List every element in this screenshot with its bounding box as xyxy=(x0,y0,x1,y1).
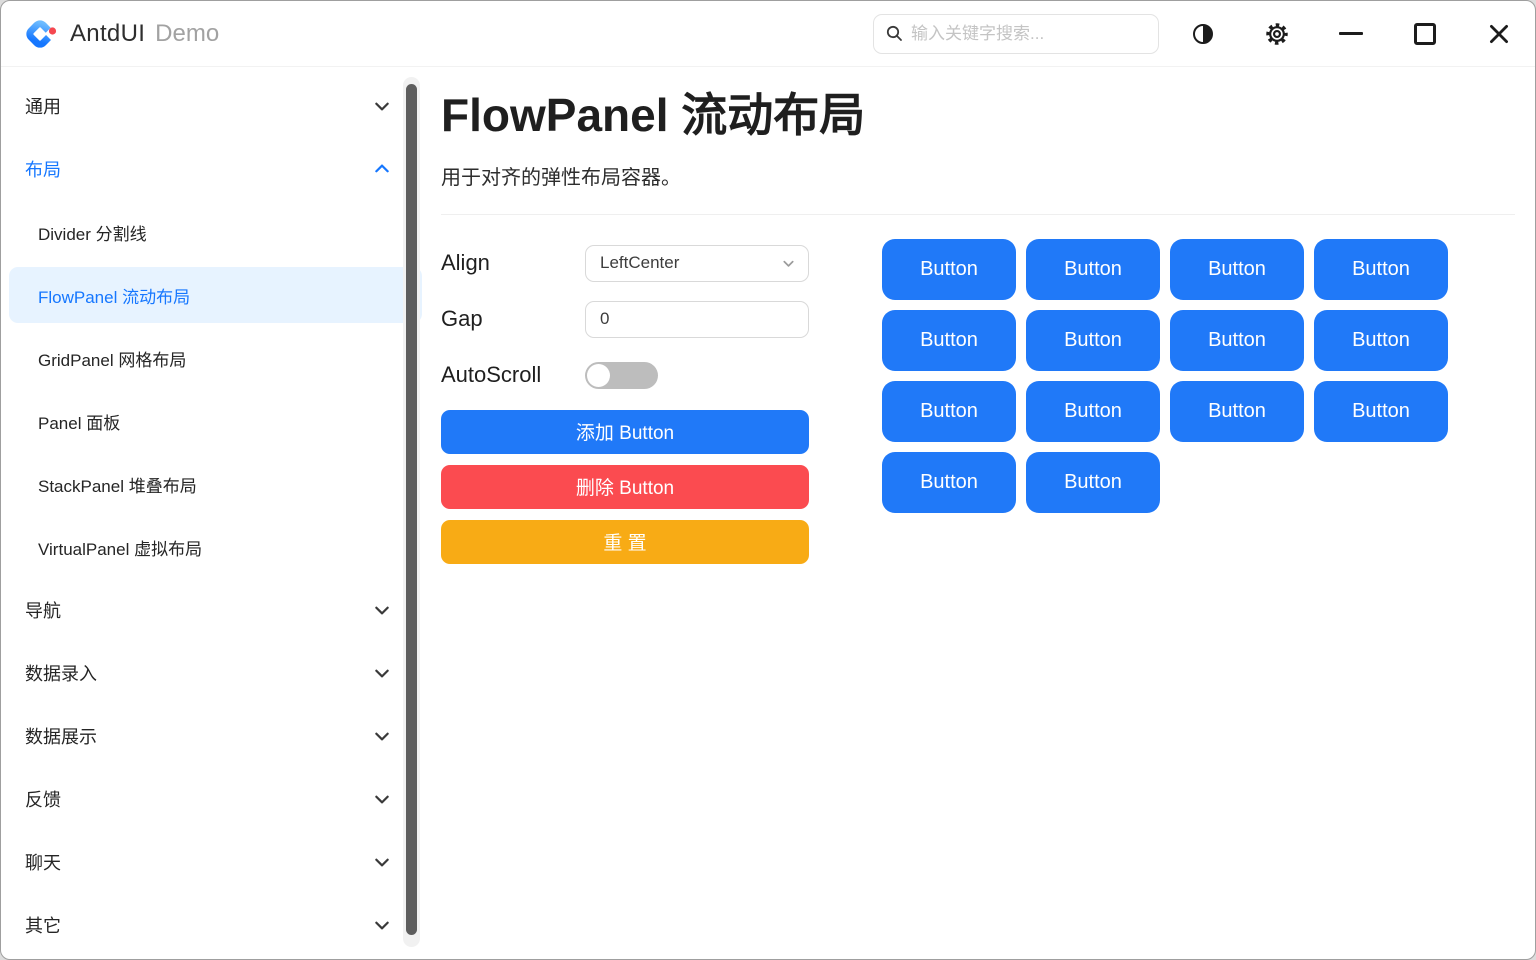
sidebar: 通用 布局 Divider 分割线 FlowPanel 流动布局 GridPan… xyxy=(1,67,431,959)
chevron-down-icon xyxy=(373,664,391,682)
theme-toggle-button[interactable] xyxy=(1188,19,1218,49)
flow-demo-button[interactable]: Button xyxy=(1170,238,1304,300)
demo-section: Align LeftCenter Gap xyxy=(441,238,1515,564)
align-row: Align LeftCenter xyxy=(441,244,809,282)
sidebar-item-label: 其它 xyxy=(25,916,61,936)
flow-demo-button[interactable]: Button xyxy=(1170,309,1304,371)
align-select[interactable]: LeftCenter xyxy=(585,244,809,282)
brand: AntdUI Demo xyxy=(23,17,219,51)
flow-demo-button[interactable]: Button xyxy=(882,380,1016,442)
flow-demo-button[interactable]: Button xyxy=(1026,238,1160,300)
chevron-down-icon xyxy=(373,97,391,115)
minimize-button[interactable] xyxy=(1336,19,1366,49)
app-body: 通用 布局 Divider 分割线 FlowPanel 流动布局 GridPan… xyxy=(1,67,1535,959)
gap-label: Gap xyxy=(441,306,483,331)
settings-button[interactable] xyxy=(1262,19,1292,49)
search-icon xyxy=(886,25,902,41)
sidebar-scrollbar-thumb[interactable] xyxy=(406,84,417,935)
align-label: Align xyxy=(441,250,490,275)
gap-input[interactable] xyxy=(600,309,796,329)
theme-contrast-icon xyxy=(1193,23,1213,44)
sidebar-item-label: FlowPanel 流动布局 xyxy=(38,287,191,307)
chevron-down-icon xyxy=(373,727,391,745)
chevron-down-icon xyxy=(781,256,796,271)
sidebar-item-label: Panel 面板 xyxy=(38,413,121,433)
flow-demo-button[interactable]: Button xyxy=(1170,380,1304,442)
sidebar-item-label: 数据展示 xyxy=(25,727,97,747)
delete-button[interactable]: 删除 Button xyxy=(441,464,809,509)
sidebar-group-feedback[interactable]: 反馈 xyxy=(9,771,422,827)
autoscroll-label: AutoScroll xyxy=(441,362,542,387)
autoscroll-row: AutoScroll xyxy=(441,357,809,394)
chevron-down-icon xyxy=(373,601,391,619)
flow-demo-button[interactable]: Button xyxy=(1314,380,1448,442)
sidebar-item-flowpanel[interactable]: FlowPanel 流动布局 xyxy=(9,267,422,323)
sidebar-item-virtualpanel[interactable]: VirtualPanel 虚拟布局 xyxy=(9,519,422,575)
close-button[interactable] xyxy=(1484,19,1514,49)
flow-demo-button[interactable]: Button xyxy=(1314,238,1448,300)
sidebar-item-label: VirtualPanel 虚拟布局 xyxy=(38,539,203,559)
gap-row: Gap xyxy=(441,300,809,338)
app-subtitle: Demo xyxy=(155,19,220,47)
page-subtitle: 用于对齐的弹性布局容器。 xyxy=(441,166,681,189)
sidebar-group-layout[interactable]: 布局 xyxy=(9,141,422,197)
flow-demo-button[interactable]: Button xyxy=(882,238,1016,300)
sidebar-scrollbar-track[interactable] xyxy=(403,77,420,947)
sidebar-item-label: 通用 xyxy=(25,97,61,117)
flow-demo-button[interactable]: Button xyxy=(882,451,1016,513)
sidebar-item-panel[interactable]: Panel 面板 xyxy=(9,393,422,449)
app-title: AntdUI xyxy=(70,19,146,47)
chevron-down-icon xyxy=(373,853,391,871)
flow-demo-button[interactable]: Button xyxy=(1314,309,1448,371)
sidebar-item-stackpanel[interactable]: StackPanel 堆叠布局 xyxy=(9,456,422,512)
divider xyxy=(441,213,1515,215)
sidebar-group-data-display[interactable]: 数据展示 xyxy=(9,708,422,764)
sidebar-item-label: 聊天 xyxy=(25,853,61,873)
flow-demo-button[interactable]: Button xyxy=(1026,380,1160,442)
sidebar-item-label: 导航 xyxy=(25,601,61,621)
sidebar-item-label: GridPanel 网格布局 xyxy=(38,350,187,370)
close-icon xyxy=(1490,24,1508,43)
sidebar-group-navigation[interactable]: 导航 xyxy=(9,582,422,638)
sidebar-group-other[interactable]: 其它 xyxy=(9,897,422,953)
chevron-down-icon xyxy=(373,790,391,808)
main-content: FlowPanel 流动布局 用于对齐的弹性布局容器。 Align LeftCe… xyxy=(431,67,1535,959)
flow-demo-button[interactable]: Button xyxy=(882,309,1016,371)
sidebar-item-label: StackPanel 堆叠布局 xyxy=(38,476,197,496)
search-input[interactable] xyxy=(911,23,1146,44)
flow-demo-button[interactable]: Button xyxy=(1026,451,1160,513)
maximize-icon xyxy=(1414,22,1436,45)
flow-demo-button[interactable]: Button xyxy=(1026,309,1160,371)
page-title: FlowPanel 流动布局 xyxy=(441,89,866,141)
align-select-value: LeftCenter xyxy=(600,253,680,272)
gap-field-wrap xyxy=(585,300,809,338)
sidebar-item-label: Divider 分割线 xyxy=(38,224,147,244)
search-box[interactable] xyxy=(873,13,1159,54)
toggle-knob xyxy=(587,363,610,387)
reset-button[interactable]: 重 置 xyxy=(441,519,809,564)
chevron-up-icon xyxy=(373,160,391,178)
sidebar-item-divider[interactable]: Divider 分割线 xyxy=(9,204,422,260)
sidebar-item-label: 布局 xyxy=(25,160,61,180)
antdui-logo-icon xyxy=(26,19,57,48)
gear-icon xyxy=(1266,22,1288,45)
sidebar-group-data-entry[interactable]: 数据录入 xyxy=(9,645,422,701)
minimize-icon xyxy=(1339,32,1363,35)
add-button[interactable]: 添加 Button xyxy=(441,409,809,454)
sidebar-group-chat[interactable]: 聊天 xyxy=(9,834,422,890)
demo-controls: Align LeftCenter Gap xyxy=(441,244,809,564)
sidebar-item-gridpanel[interactable]: GridPanel 网格布局 xyxy=(9,330,422,386)
autoscroll-toggle[interactable] xyxy=(585,361,658,389)
sidebar-item-label: 反馈 xyxy=(25,790,61,810)
titlebar: AntdUI Demo xyxy=(1,1,1535,67)
maximize-button[interactable] xyxy=(1410,19,1440,49)
chevron-down-icon xyxy=(373,916,391,934)
sidebar-group-general[interactable]: 通用 xyxy=(9,78,422,134)
sidebar-item-label: 数据录入 xyxy=(25,664,97,684)
